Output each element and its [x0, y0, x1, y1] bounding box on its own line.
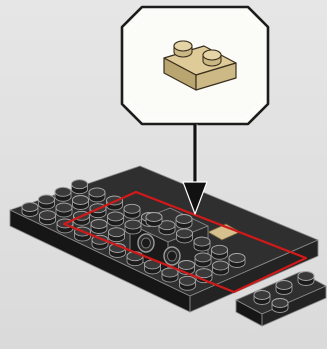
stud: [174, 41, 192, 57]
stud: [203, 50, 221, 66]
stud: [125, 220, 141, 234]
stud: [91, 220, 107, 234]
stud: [89, 188, 105, 202]
stud: [298, 272, 314, 286]
stud: [194, 237, 210, 251]
stud: [39, 195, 55, 209]
stud: [272, 299, 288, 313]
stud: [146, 213, 162, 227]
stud: [55, 187, 71, 201]
stud: [176, 215, 192, 229]
stud: [108, 212, 124, 226]
stud: [180, 276, 196, 290]
stud: [276, 281, 292, 295]
stud: [124, 204, 140, 218]
stud: [213, 261, 229, 275]
stud: [73, 196, 89, 210]
stud: [212, 245, 228, 259]
stud: [177, 229, 193, 243]
part-callout-icon: [122, 7, 268, 124]
stud: [40, 211, 56, 225]
stud: [254, 291, 270, 305]
stud: [22, 203, 38, 217]
stud: [162, 268, 178, 282]
stud: [195, 253, 211, 267]
stud: [229, 254, 245, 268]
stud: [72, 180, 88, 194]
stud: [56, 203, 72, 217]
side-stud: [138, 234, 154, 252]
stud: [109, 228, 125, 242]
side-stud: [164, 247, 180, 265]
